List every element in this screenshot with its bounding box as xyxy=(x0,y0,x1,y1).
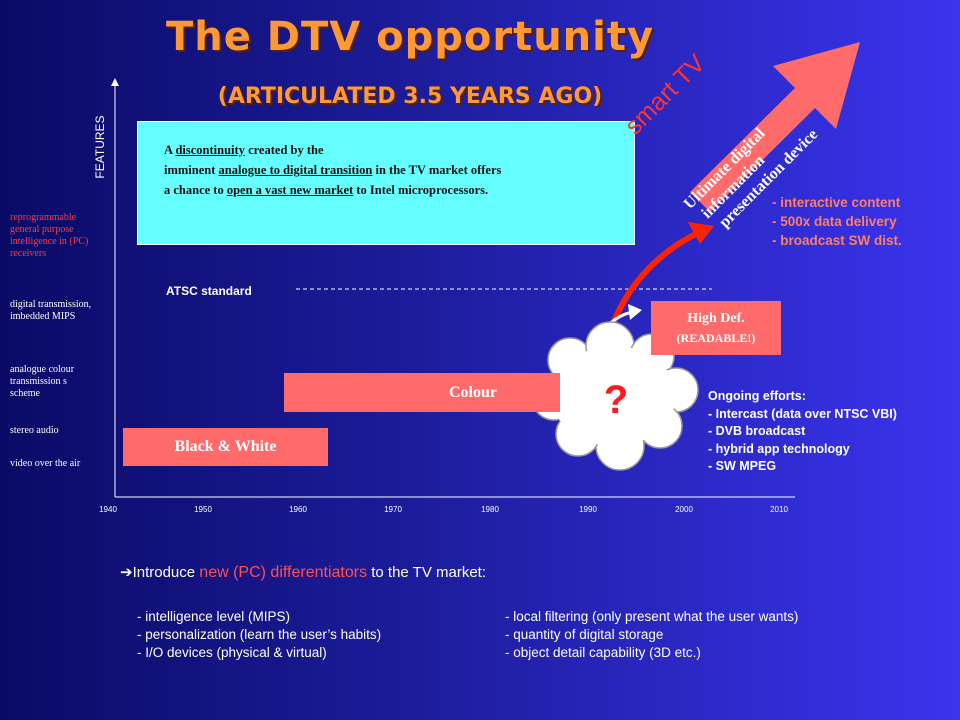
feature-level-video: video over the air xyxy=(10,458,81,469)
introduce-highlight: new (PC) differentiators xyxy=(199,564,368,581)
feature-level-colour: analogue colour transmission s scheme xyxy=(10,364,75,399)
differentiators-right: - local filtering (only present what the… xyxy=(505,608,798,662)
atsc-label: ATSC standard xyxy=(166,284,252,298)
disc-underline: analogue to digital transition xyxy=(218,163,373,177)
ongoing-item: - hybrid app technology xyxy=(708,441,850,456)
bar-black-white: Black & White xyxy=(123,428,328,466)
ongoing-item: - SW MPEG xyxy=(708,459,777,473)
big-arrow-shape xyxy=(690,42,860,212)
benefit-item: - broadcast SW dist. xyxy=(772,233,902,248)
disc-line-1: A discontinuity created by the xyxy=(164,140,624,160)
question-mark: ? xyxy=(603,378,629,422)
benefit-item: - interactive content xyxy=(772,195,901,210)
disc-text: created by the xyxy=(244,143,324,157)
disc-text: imminent xyxy=(164,163,219,177)
differentiator-item: - local filtering (only present what the… xyxy=(505,609,799,624)
year-tick: 1950 xyxy=(194,505,212,514)
disc-underline: open a vast new market xyxy=(226,183,354,197)
slide-subtitle: (ARTICULATED 3.5 YEARS AGO) xyxy=(217,84,603,109)
benefits-list: - interactive content - 500x data delive… xyxy=(772,193,902,250)
disc-text: A xyxy=(164,143,176,157)
year-tick: 1970 xyxy=(384,505,402,514)
ongoing-item: - DVB broadcast xyxy=(708,424,806,438)
year-tick: 1940 xyxy=(99,505,117,514)
slide-title: The DTV opportunity xyxy=(165,14,655,60)
year-tick: 1960 xyxy=(289,505,307,514)
discontinuity-box: A discontinuity created by the imminent … xyxy=(137,121,635,245)
disc-line-3: a chance to open a vast new market to In… xyxy=(164,180,624,200)
introduce-text: Introduce xyxy=(132,564,200,581)
differentiator-item: - personalization (learn the user’s habi… xyxy=(137,627,382,642)
differentiators-left: - intelligence level (MIPS) - personaliz… xyxy=(137,608,381,662)
high-def-title: High Def. xyxy=(687,311,745,326)
feature-level-stereo: stereo audio xyxy=(10,425,59,436)
ongoing-item: - Intercast (data over NTSC VBI) xyxy=(708,406,897,421)
year-tick: 1980 xyxy=(481,505,499,514)
bar-colour: Colour xyxy=(284,373,560,412)
high-def-box: High Def. (READABLE!) xyxy=(651,301,781,355)
high-def-note: (READABLE!) xyxy=(676,331,756,345)
year-tick: 2000 xyxy=(675,505,693,514)
benefit-item: - 500x data delivery xyxy=(772,214,897,229)
differentiator-item: - quantity of digital storage xyxy=(505,627,664,642)
differentiator-item: - intelligence level (MIPS) xyxy=(137,609,291,624)
differentiator-item: - I/O devices (physical & virtual) xyxy=(137,645,327,660)
year-tick: 1990 xyxy=(579,505,597,514)
introduce-text: to the TV market: xyxy=(367,564,487,581)
ongoing-heading: Ongoing efforts: xyxy=(708,389,806,403)
arrow-bullet-icon: ➔ xyxy=(120,564,133,581)
differentiator-item: - object detail capability (3D etc.) xyxy=(505,645,701,660)
ongoing-efforts: Ongoing efforts: - Intercast (data over … xyxy=(708,388,897,476)
disc-text: in the TV market offers xyxy=(372,163,502,177)
disc-line-2: imminent analogue to digital transition … xyxy=(164,160,624,180)
introduce-line: ➔Introduce new (PC) differentiators to t… xyxy=(120,563,486,582)
disc-text: a chance to xyxy=(164,183,227,197)
white-arrowhead xyxy=(628,304,642,320)
red-arrowhead xyxy=(688,222,714,244)
y-axis-label: FEATURES xyxy=(93,115,107,179)
disc-underline: discontinuity xyxy=(175,143,245,157)
feature-level-pc: reprogrammable general purpose intellige… xyxy=(10,212,89,259)
year-tick: 2010 xyxy=(770,505,788,514)
feature-level-digital: digital transmission, imbedded MIPS xyxy=(10,299,92,322)
disc-text: to Intel microprocessors. xyxy=(353,183,489,197)
y-axis-arrowhead xyxy=(111,78,119,86)
